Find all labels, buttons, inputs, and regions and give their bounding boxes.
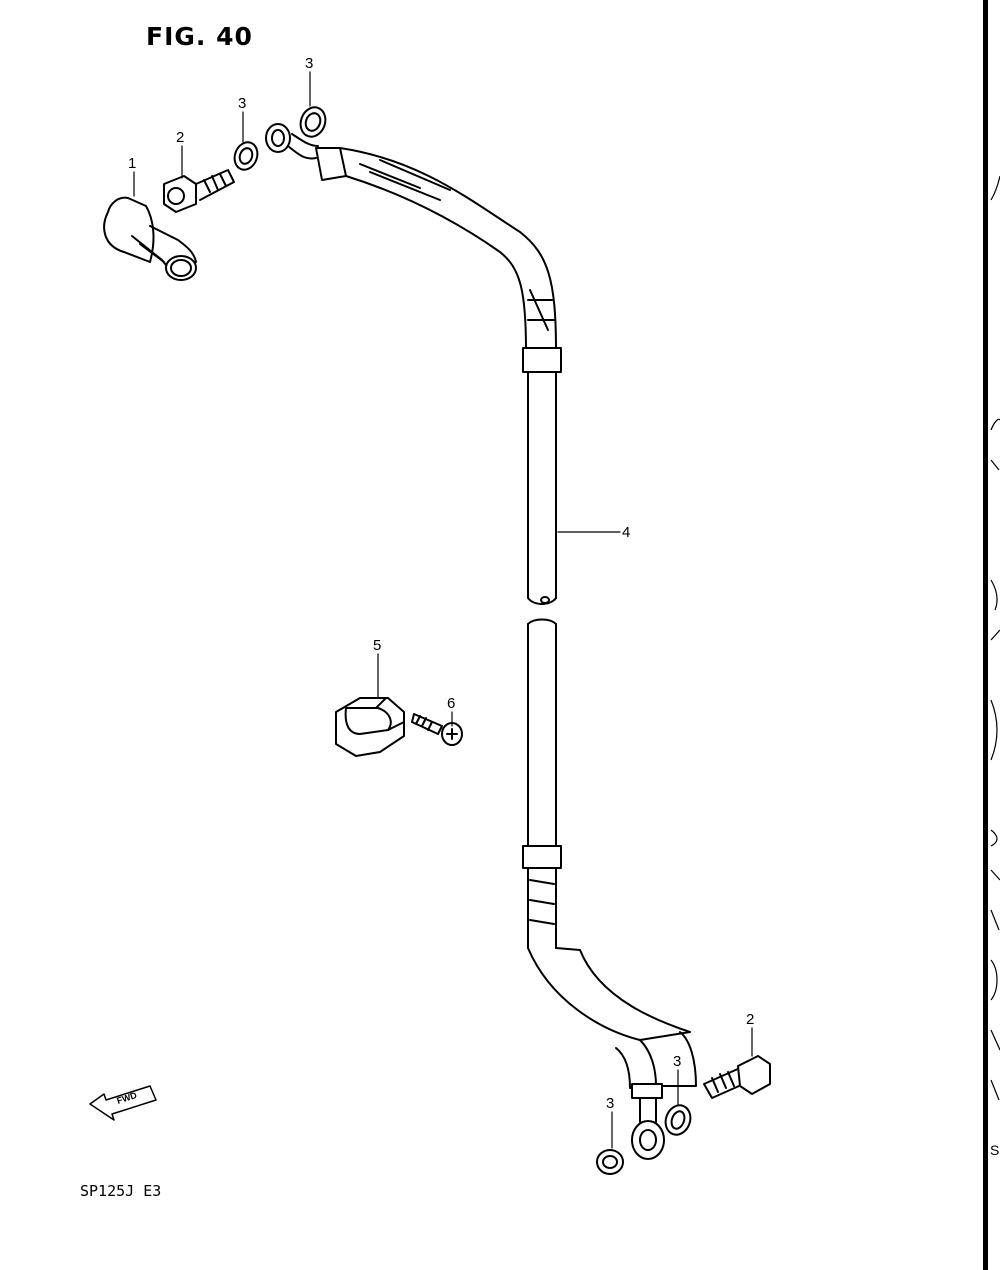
callout-4: 4	[622, 524, 630, 541]
part-3-washer-top-b	[299, 106, 327, 138]
part-3-washer-bottom-a	[664, 1104, 692, 1136]
part-1-cap	[103, 196, 197, 281]
part-6-screw	[411, 713, 463, 746]
callout-2-bottom: 2	[746, 1011, 754, 1028]
callout-6: 6	[447, 695, 455, 712]
adjacent-page-letter: S	[990, 1142, 1000, 1158]
callout-3-top-a: 3	[238, 95, 246, 112]
part-4-brake-hose-lower	[522, 618, 697, 1160]
callout-3-top-b: 3	[305, 55, 313, 72]
part-2-banjo-bolt-bottom	[703, 1055, 771, 1099]
callout-1: 1	[128, 155, 136, 172]
leader-lines	[133, 71, 753, 1149]
part-3-washer-top-a	[233, 141, 259, 171]
callout-3-bottom-a: 3	[673, 1053, 681, 1070]
figure-title: FIG. 40	[146, 22, 253, 51]
fwd-arrow	[89, 1085, 157, 1121]
part-5-clamp	[335, 697, 405, 757]
model-code: SP125J E3	[80, 1182, 162, 1200]
part-4-brake-hose-upper	[265, 123, 562, 605]
callout-3-bottom-b: 3	[606, 1095, 614, 1112]
callout-5: 5	[373, 637, 381, 654]
callout-2-top: 2	[176, 129, 184, 146]
part-2-banjo-bolt-top	[163, 169, 235, 213]
part-3-washer-bottom-b	[596, 1149, 624, 1175]
adjacent-page-edge	[983, 0, 1000, 1270]
